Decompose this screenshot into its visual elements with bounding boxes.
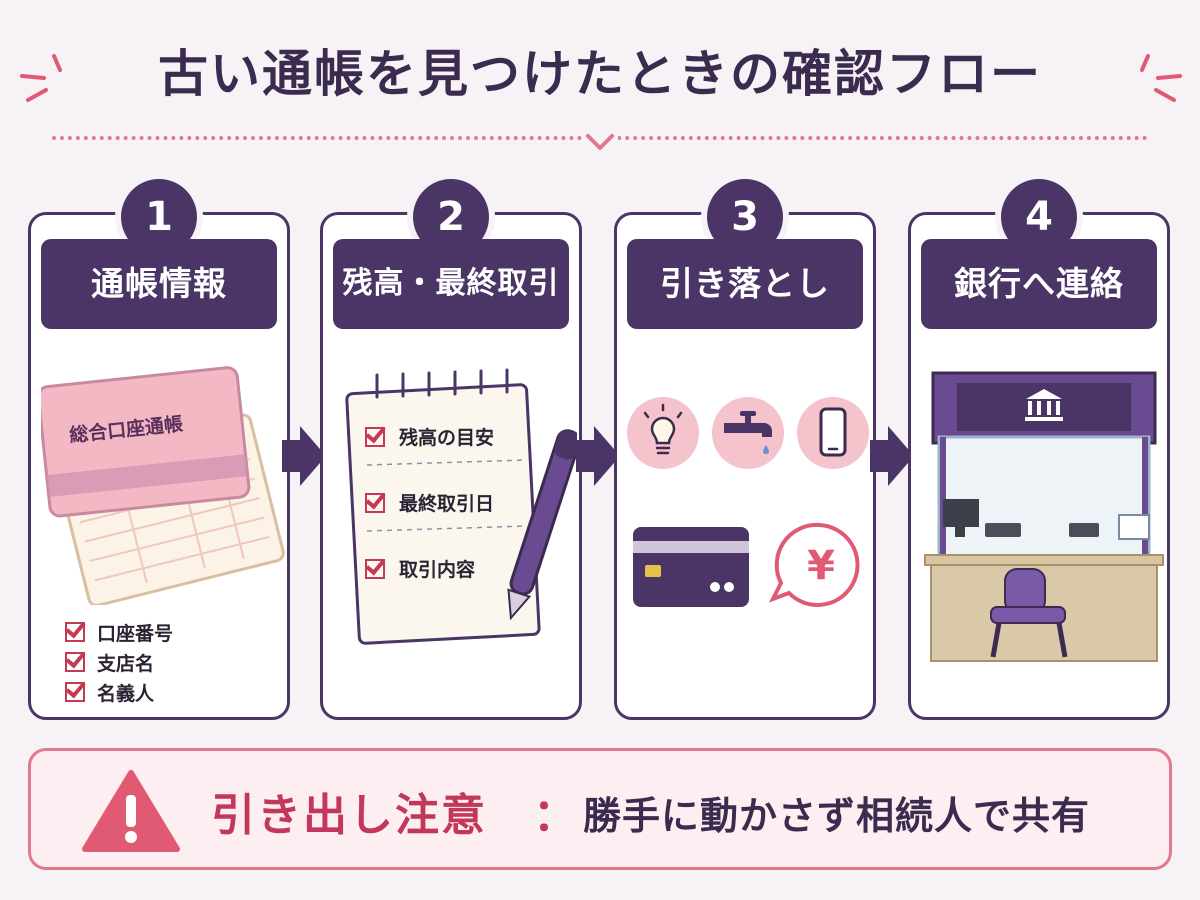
checkbox-checked-icon	[65, 652, 85, 672]
warning-heading: 引き出し注意	[211, 790, 487, 841]
step-2-heading: 残高・最終取引	[333, 239, 569, 329]
step-4-card: 4 銀行へ連絡	[908, 179, 1170, 720]
lightbulb-icon	[627, 397, 699, 469]
smartphone-icon	[797, 397, 869, 469]
passbook-icon	[41, 366, 285, 605]
memo-pad-icon	[345, 368, 577, 645]
flow-arrow-icon	[870, 426, 914, 486]
spark-left-icon	[20, 54, 62, 102]
checkbox-checked-icon	[365, 558, 385, 579]
yen-bubble-icon: ¥	[768, 522, 860, 607]
warning-body: 勝手に動かさず相続人で共有	[583, 794, 1091, 838]
monitor-icon	[943, 499, 979, 537]
warning-banner: 引き出し注意 ： 勝手に動かさず相続人で共有	[28, 748, 1172, 870]
step-3-heading: 引き落とし	[627, 239, 863, 329]
step-1-card: 1 通帳情報 総合口座通帳 口座番号 支店名 名義人	[28, 179, 290, 720]
page-title: 古い通帳を見つけたときの確認フロー	[158, 45, 1042, 103]
checkbox-checked-icon	[65, 622, 85, 642]
warning-triangle-icon	[82, 770, 180, 852]
step-1-heading: 通帳情報	[41, 239, 277, 329]
checkbox-checked-icon	[365, 492, 385, 513]
chevron-down-icon	[582, 132, 618, 150]
chair-icon	[990, 568, 1068, 658]
list-item: 残高の目安	[365, 423, 494, 450]
water-faucet-icon	[712, 397, 784, 469]
step-3-card: 3 引き落とし ¥	[614, 179, 876, 720]
list-item: 取引内容	[365, 555, 475, 582]
flow-arrow-icon	[576, 426, 620, 486]
flow-arrow-icon	[282, 426, 326, 486]
step-1-checklist: 口座番号 支店名 名義人	[65, 617, 173, 707]
warning-colon: ：	[533, 790, 577, 841]
bank-counter-illustration	[924, 371, 1164, 662]
credit-card-icon	[633, 527, 749, 607]
checkbox-checked-icon	[65, 682, 85, 702]
step-2-card: 2 残高・最終取引 残高の目安 最終取引日 取引内容	[320, 179, 582, 720]
step-4-heading: 銀行へ連絡	[921, 239, 1157, 329]
list-item: 名義人	[65, 677, 173, 707]
yen-symbol: ¥	[807, 543, 835, 589]
list-item: 支店名	[65, 647, 173, 677]
spark-right-icon	[1140, 54, 1182, 102]
list-item: 最終取引日	[365, 489, 494, 516]
list-item: 口座番号	[65, 617, 173, 647]
bank-icon	[1025, 389, 1063, 421]
checkbox-checked-icon	[365, 426, 385, 447]
